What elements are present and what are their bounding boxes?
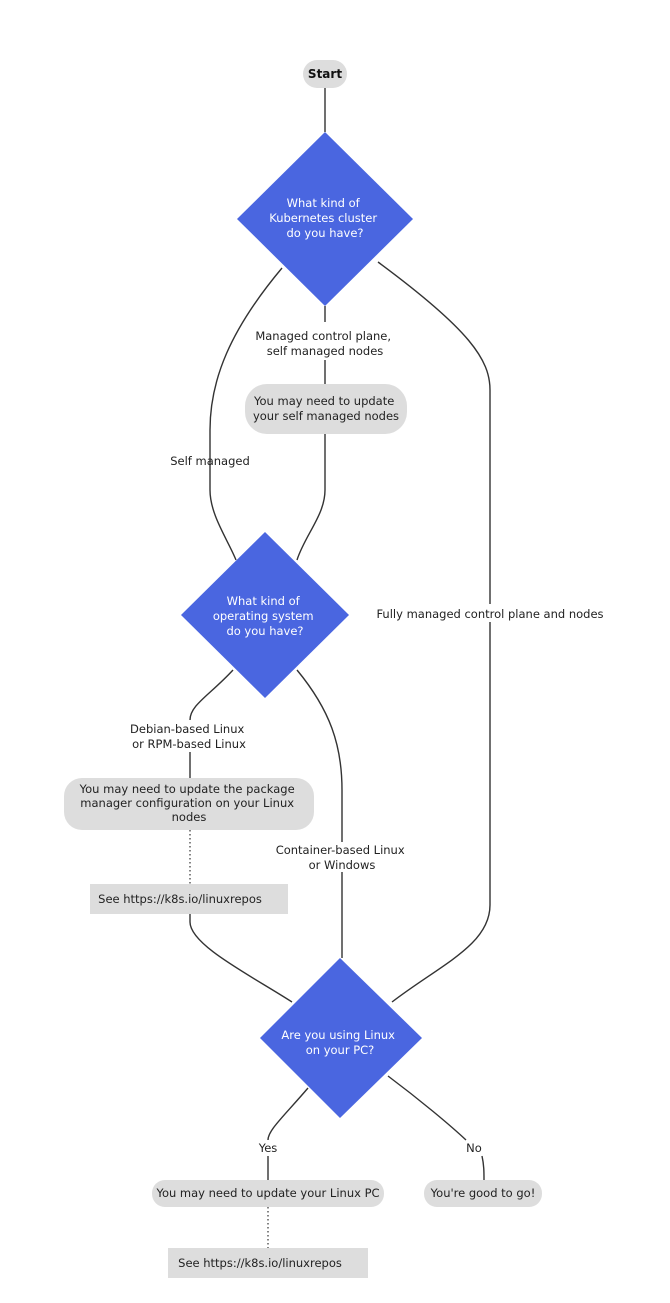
edge-label-fully-managed: Fully managed control plane and nodes <box>376 607 603 621</box>
start-node: Start <box>303 60 347 88</box>
update-nodes-node: You may need to update your self managed… <box>245 384 407 434</box>
edge-no-to-good <box>481 1155 485 1181</box>
edge-update-nodes-to-os <box>296 434 326 561</box>
edge-link-to-pc <box>189 914 293 1003</box>
edge-container-windows <box>296 669 343 842</box>
edges <box>189 88 491 1248</box>
edge-os-to-debian-label <box>189 669 234 721</box>
start-label: Start <box>308 67 342 81</box>
update-nodes-label: You may need to update your self managed… <box>253 394 399 423</box>
see-link-1[interactable]: See https://k8s.io/linuxrepos <box>98 892 262 906</box>
edge-label-debian-rpm: Debian-based Linux or RPM-based Linux <box>130 722 248 751</box>
edge-self-managed <box>209 267 283 561</box>
edge-label-no: No <box>466 1141 482 1155</box>
edge-label-managed: Managed control plane, self managed node… <box>255 329 394 358</box>
edge-label-self-managed: Self managed <box>170 454 250 468</box>
decision-pc-label: Are you using Linux on your PC? <box>281 1028 398 1057</box>
good-node: You're good to go! <box>424 1180 542 1207</box>
update-pkg-node: You may need to update the package manag… <box>64 778 314 830</box>
edge-label-container-windows: Container-based Linux or Windows <box>276 843 409 872</box>
good-label: You're good to go! <box>430 1186 536 1200</box>
decision-cluster: What kind of Kubernetes cluster do you h… <box>237 132 413 306</box>
see-link-1-node[interactable]: See https://k8s.io/linuxrepos <box>90 884 288 914</box>
decision-os: What kind of operating system do you hav… <box>181 532 349 698</box>
edge-pc-to-yes <box>267 1087 309 1141</box>
decision-os-label: What kind of operating system do you hav… <box>213 594 317 638</box>
see-link-2[interactable]: See https://k8s.io/linuxrepos <box>178 1256 342 1270</box>
update-pc-node: You may need to update your Linux PC <box>152 1180 384 1207</box>
decision-cluster-label: What kind of Kubernetes cluster do you h… <box>269 196 381 240</box>
edge-label-yes: Yes <box>258 1141 278 1155</box>
see-link-2-node[interactable]: See https://k8s.io/linuxrepos <box>168 1248 368 1278</box>
edge-fully-managed <box>377 261 491 1003</box>
update-pc-label: You may need to update your Linux PC <box>155 1186 379 1200</box>
decision-pc: Are you using Linux on your PC? <box>260 958 422 1118</box>
edge-pc-to-no <box>387 1075 467 1141</box>
update-pkg-label: You may need to update the package manag… <box>79 782 299 824</box>
